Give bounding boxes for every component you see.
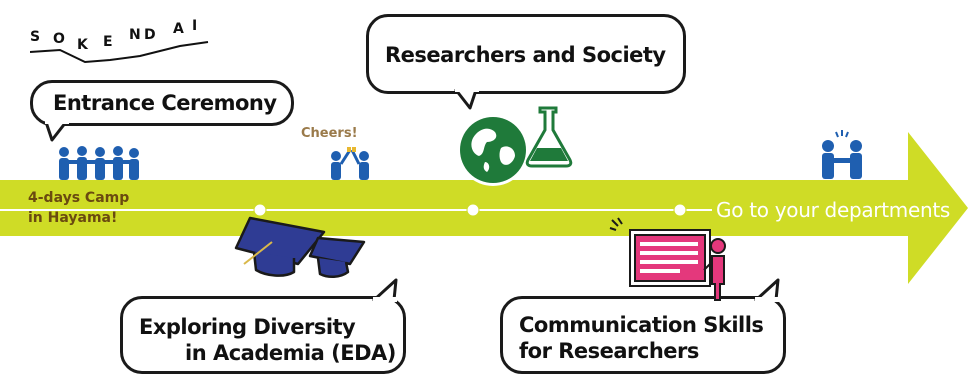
- logo-letter: A: [173, 21, 184, 37]
- bubble-tail: [754, 278, 780, 302]
- camp-note: 4-days Camp in Hayama!: [28, 188, 138, 228]
- logo-wave: [30, 41, 209, 64]
- entrance-ceremony-label: Entrance Ceremony: [53, 91, 277, 115]
- researchers-society-label: Researchers and Society: [385, 43, 666, 67]
- bubble-tail: [372, 278, 398, 302]
- presentation-board-icon: [609, 217, 726, 301]
- people-group-icon: [59, 146, 139, 180]
- logo-letter: K: [77, 37, 88, 53]
- departments-label: Go to your departments: [716, 198, 950, 222]
- logo-letter: O: [53, 31, 65, 47]
- graduation-cap-icon: [234, 216, 366, 278]
- eda-label-line1: Exploring Diversity: [139, 315, 356, 339]
- camp-line1: 4-days Camp: [28, 190, 130, 206]
- eda-label-line2: in Academia (EDA): [185, 341, 396, 365]
- entrance-ceremony-bubble: Entrance Ceremony: [30, 80, 294, 126]
- logo-letter: S: [30, 29, 41, 45]
- logo-letter: I: [192, 18, 198, 34]
- communication-label-line2: for Researchers: [519, 339, 699, 363]
- logo-letter: E: [103, 34, 113, 50]
- communication-bubble: Communication Skills for Researchers: [500, 296, 786, 374]
- logo-letter: D: [144, 27, 156, 43]
- flask-icon: [525, 106, 573, 168]
- cheers-people-icon: [331, 147, 369, 180]
- cheers-label: Cheers!: [301, 126, 358, 141]
- timeline-point-society: [466, 203, 480, 217]
- eda-bubble: Exploring Diversity in Academia (EDA): [120, 296, 406, 374]
- camp-line2: in Hayama!: [28, 210, 118, 226]
- timeline-point-communication: [673, 203, 687, 217]
- handshake-icon: [822, 130, 862, 179]
- timeline-point-eda: [253, 203, 267, 217]
- sokendai-logo: S O K E N D A I: [30, 18, 210, 58]
- logo-letter: N: [129, 27, 141, 43]
- researchers-society-bubble: Researchers and Society: [366, 14, 686, 94]
- globe-icon: [457, 114, 529, 186]
- bubble-tail: [454, 88, 479, 110]
- communication-label-line1: Communication Skills: [519, 313, 764, 337]
- bubble-tail: [44, 120, 69, 142]
